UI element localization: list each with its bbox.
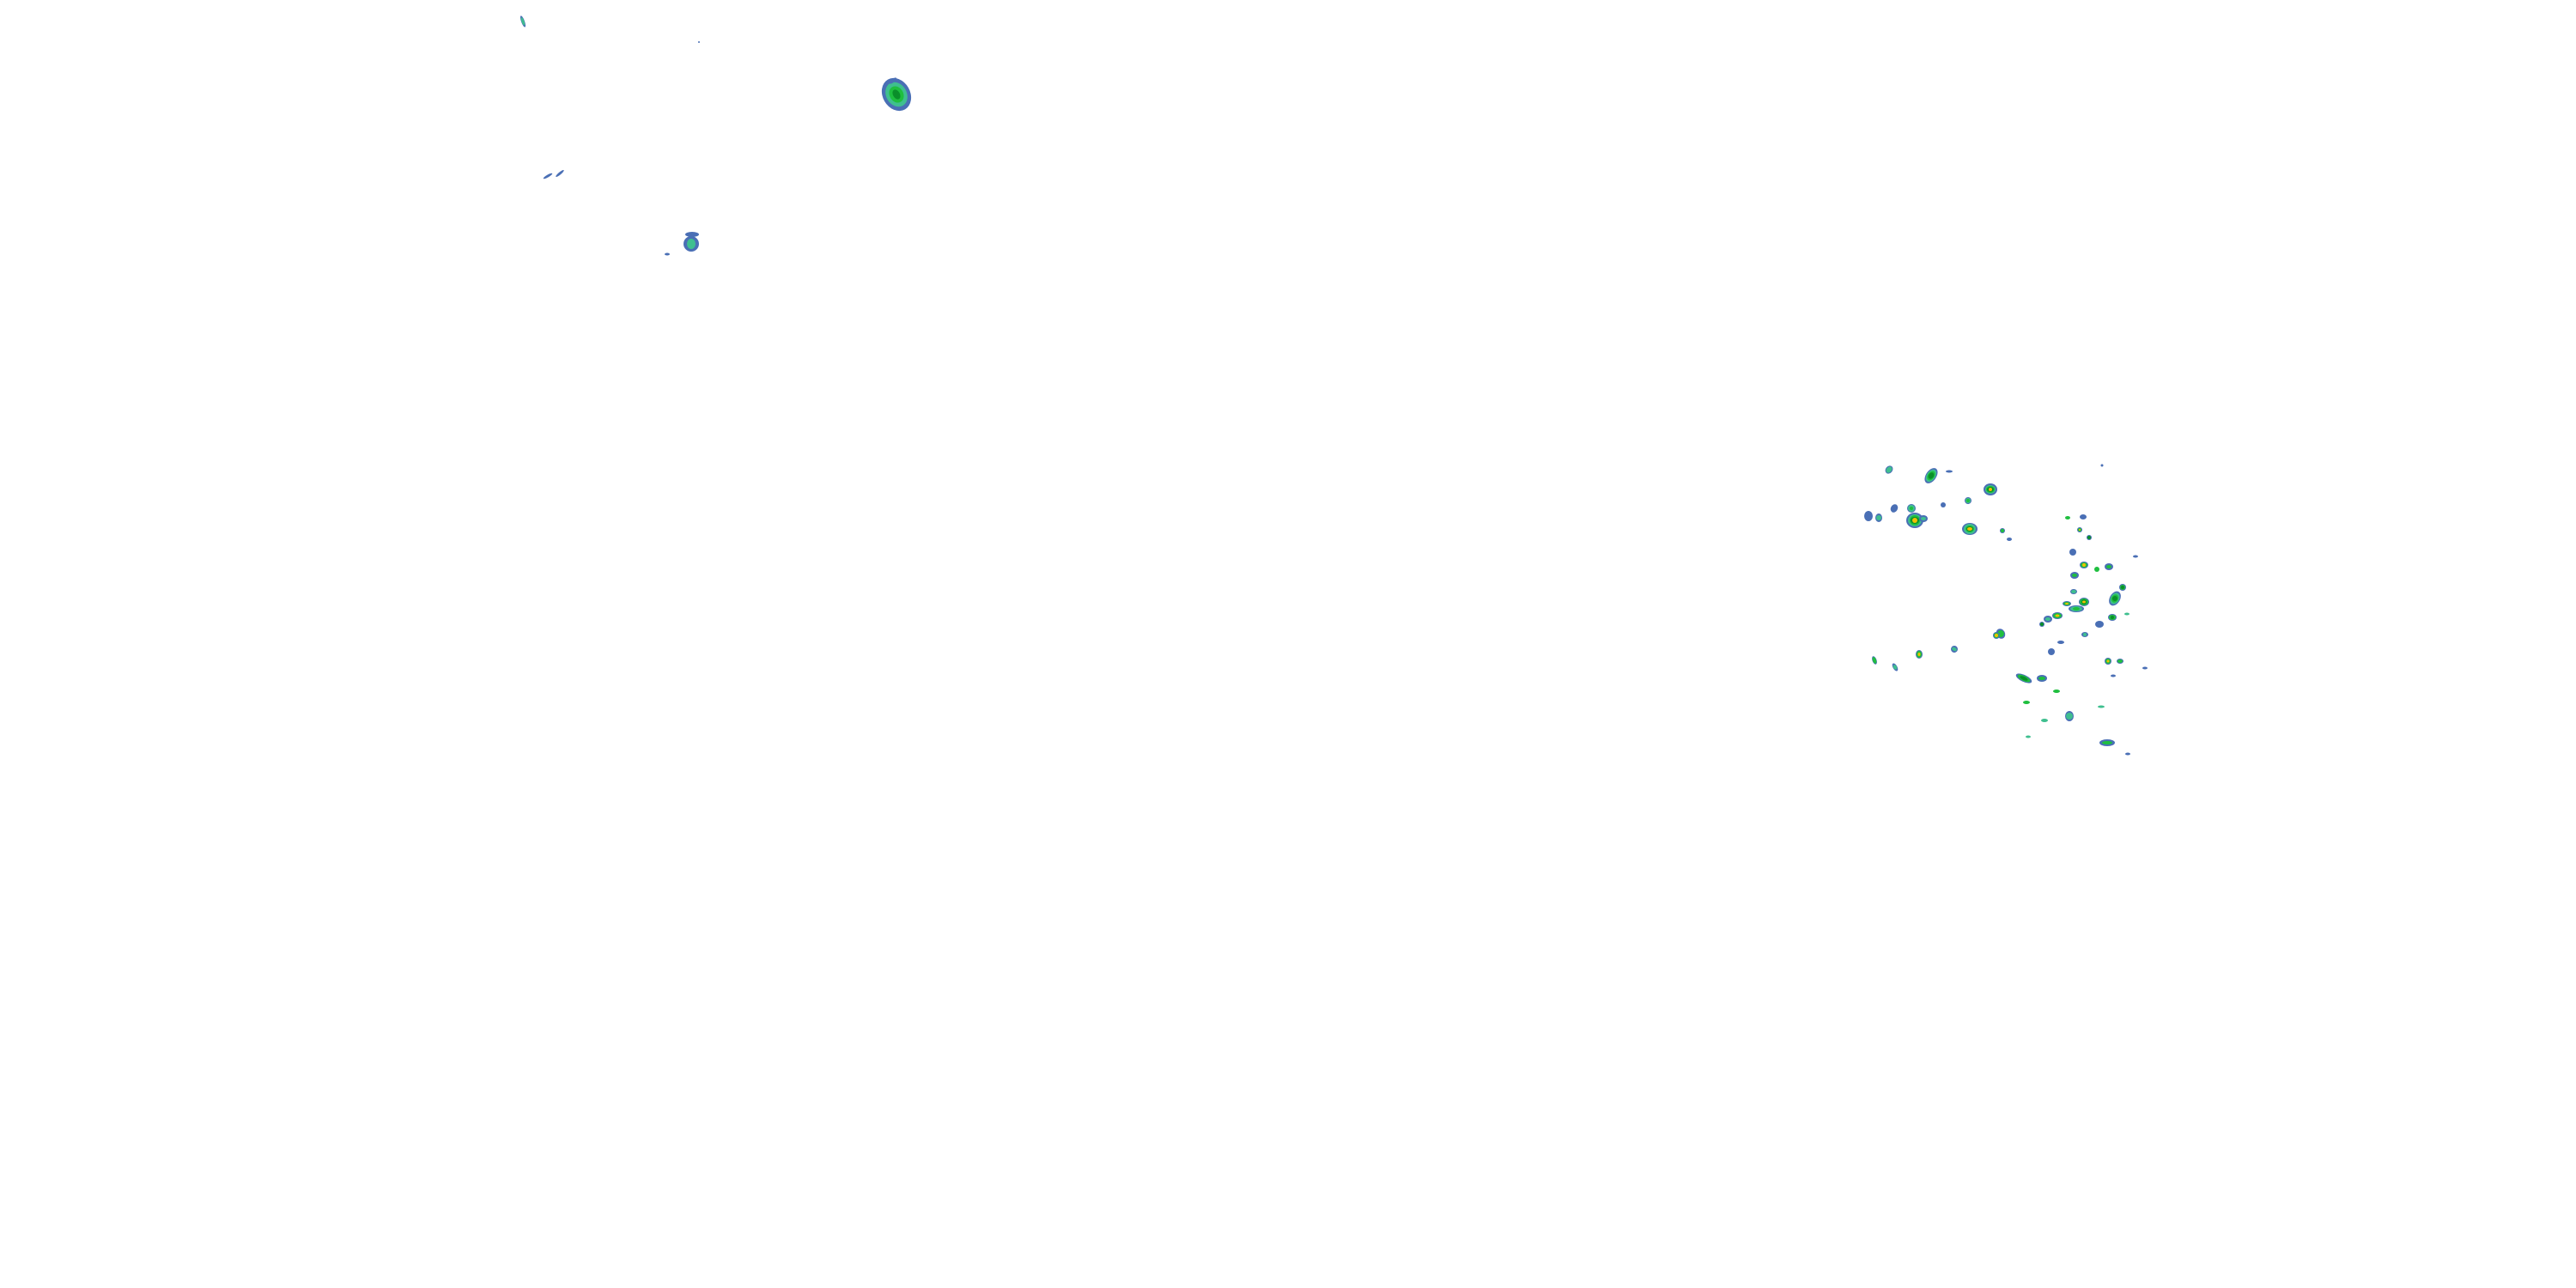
echo-cell <box>2133 555 2138 558</box>
echo-cell <box>2105 658 2111 665</box>
echo-cell <box>2023 701 2030 704</box>
echo-cell <box>1892 663 1899 671</box>
echo-cell <box>2098 705 2105 708</box>
echo-cell <box>2094 567 2099 572</box>
echo-cell <box>881 77 912 112</box>
echo-cell <box>2100 464 2104 467</box>
echo-cell <box>2063 601 2071 606</box>
echo-cell <box>1924 468 1938 483</box>
echo-cell <box>2041 719 2048 722</box>
echo-cell <box>2039 622 2044 627</box>
echo-cell <box>1872 656 1877 665</box>
echo-cell <box>2070 589 2077 594</box>
echo-cell <box>2108 614 2117 621</box>
echo-cell <box>1916 650 1923 659</box>
echo-cell <box>2095 621 2104 628</box>
echo-cell <box>2015 673 2032 683</box>
echo-cell <box>2053 690 2060 693</box>
echo-cell <box>2070 572 2079 579</box>
echo-cell <box>2079 598 2089 606</box>
echo-cell <box>1962 523 1978 535</box>
echo-cell <box>2080 562 2088 568</box>
echo-cell <box>2099 739 2115 746</box>
echo-cell <box>2080 514 2087 519</box>
echo-cell <box>1946 470 1953 473</box>
echo-cell <box>1984 483 1997 495</box>
echo-cell <box>2000 528 2005 533</box>
echo-cell <box>2117 659 2123 664</box>
echo-cell <box>2052 612 2063 619</box>
echo-cell <box>519 15 526 27</box>
echo-cell <box>2125 752 2130 756</box>
echo-cell <box>1919 515 1928 522</box>
echo-cell <box>2069 605 2084 612</box>
echo-cell <box>2044 616 2052 623</box>
echo-cell <box>1885 465 1893 474</box>
echo-cell <box>2119 584 2126 591</box>
echo-cell <box>1951 646 1958 653</box>
echo-cell <box>2087 535 2092 540</box>
echo-cell <box>889 77 897 84</box>
echo-cell <box>543 173 553 179</box>
echo-cell <box>2065 711 2074 721</box>
echo-cell <box>2111 674 2116 677</box>
echo-cell <box>2124 612 2129 616</box>
echo-cell <box>2105 563 2113 570</box>
echo-cell <box>2142 666 2148 670</box>
echo-cell <box>683 236 699 252</box>
echo-cell <box>1890 504 1899 513</box>
echo-cell <box>2048 648 2055 655</box>
echo-cell <box>1965 497 1971 504</box>
echo-cell <box>1875 513 1882 522</box>
echo-cell <box>2065 516 2070 519</box>
echo-cell <box>685 232 699 237</box>
echo-cell <box>2081 632 2088 637</box>
echo-cell <box>2057 641 2064 644</box>
echo-cell <box>1941 502 1946 507</box>
echo-cell <box>1993 632 2000 639</box>
echo-cell <box>2007 538 2012 541</box>
echo-cell <box>556 169 564 178</box>
echo-cell <box>1906 513 1923 528</box>
echo-cell <box>2077 527 2082 532</box>
echo-cell <box>2026 735 2031 738</box>
echo-cell <box>665 252 670 256</box>
echo-cell <box>2069 549 2076 556</box>
echo-cell <box>2109 591 2121 606</box>
echo-cell <box>1907 504 1916 513</box>
echo-cell <box>1864 511 1873 521</box>
echo-cell <box>698 41 700 43</box>
echo-cell <box>2037 675 2047 682</box>
